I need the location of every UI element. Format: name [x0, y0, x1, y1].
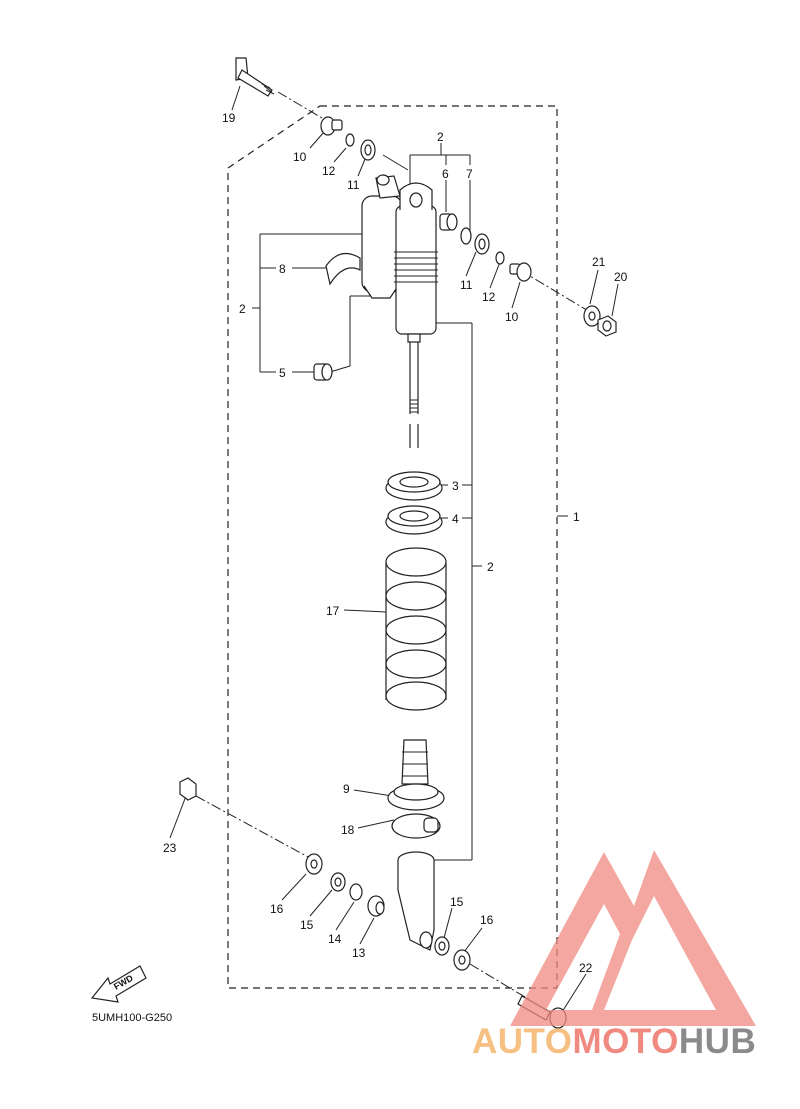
collar-part-14 [349, 883, 363, 901]
washer-part-11-top [360, 139, 376, 161]
protector-part-8 [325, 252, 361, 286]
nut-part-20 [597, 315, 617, 337]
oring-part-12-right [495, 251, 505, 265]
callout-2-top: 2 [437, 130, 444, 144]
bolt-part-19 [235, 57, 275, 97]
collar-part-10-right [509, 262, 532, 282]
callout-2-right: 2 [487, 560, 494, 574]
callout-6: 6 [442, 167, 449, 181]
ring-nut-part-4 [385, 505, 443, 535]
callout-10-right: 10 [505, 310, 519, 324]
callout-20: 20 [614, 270, 628, 284]
seal-part-7 [460, 227, 472, 245]
callout-9: 9 [343, 782, 350, 796]
callout-21: 21 [592, 255, 606, 269]
group-2-brackets [252, 143, 482, 861]
callout-12-top: 12 [322, 164, 336, 178]
callout-10-top: 10 [293, 150, 307, 164]
guide-part-18 [391, 813, 441, 839]
shock-body [394, 182, 438, 448]
bearing-part-13 [367, 895, 385, 917]
diagram-code: 5UMH100-G250 [92, 1012, 172, 1024]
callout-11-top: 11 [347, 178, 360, 192]
callout-4: 4 [452, 512, 459, 526]
callout-14: 14 [328, 932, 342, 946]
ring-nut-part-3 [385, 471, 443, 501]
callout-2-left: 2 [239, 302, 246, 316]
callout-12-right: 12 [482, 290, 496, 304]
watermark-part-auto: AUTO [472, 1022, 573, 1061]
callout-16-right: 16 [480, 913, 494, 927]
assembly-boundary [227, 105, 558, 989]
callout-18: 18 [341, 823, 355, 837]
bushing-part-6 [439, 213, 458, 231]
oring-part-12-top [345, 133, 355, 147]
callout-7: 7 [466, 167, 473, 181]
callout-1: 1 [573, 510, 580, 524]
leader-lines [169, 85, 619, 1013]
adjuster-part-5 [313, 363, 333, 381]
collar-part-10-top [320, 116, 343, 136]
bumper-part-9 [387, 739, 445, 811]
washer-part-21 [583, 305, 601, 327]
callout-5: 5 [279, 366, 286, 380]
callout-11-right: 11 [460, 278, 473, 292]
washer-part-11-right [474, 233, 490, 255]
watermark-part-hub: HUB [679, 1022, 756, 1061]
callouts: 1 2 2 2 3 4 5 6 7 8 9 10 10 11 11 12 12 … [163, 111, 628, 975]
callout-15-right: 15 [450, 895, 464, 909]
washer-part-16-right [453, 949, 471, 971]
watermark-logo [510, 850, 756, 1026]
nut-part-23 [179, 777, 197, 801]
callout-16-left: 16 [270, 902, 284, 916]
callout-3: 3 [452, 479, 459, 493]
watermark-text: AUTOMOTOHUB [472, 1022, 756, 1061]
shock-reservoir [361, 174, 403, 299]
washer-part-16-left [305, 853, 323, 875]
callout-19: 19 [222, 111, 236, 125]
callout-15-left: 15 [300, 918, 314, 932]
callout-13: 13 [352, 946, 366, 960]
callout-17: 17 [326, 604, 340, 618]
callout-8: 8 [279, 262, 286, 276]
callout-22: 22 [579, 961, 593, 975]
collar-part-15-left [330, 872, 346, 892]
lower-clevis [397, 851, 435, 951]
spring-part-17 [385, 547, 447, 711]
collar-part-15-right [434, 936, 450, 956]
watermark-part-moto: MOTO [573, 1022, 679, 1061]
axis-lines [195, 91, 591, 1001]
fwd-arrow: FWD [90, 965, 147, 1003]
callout-23: 23 [163, 841, 177, 855]
